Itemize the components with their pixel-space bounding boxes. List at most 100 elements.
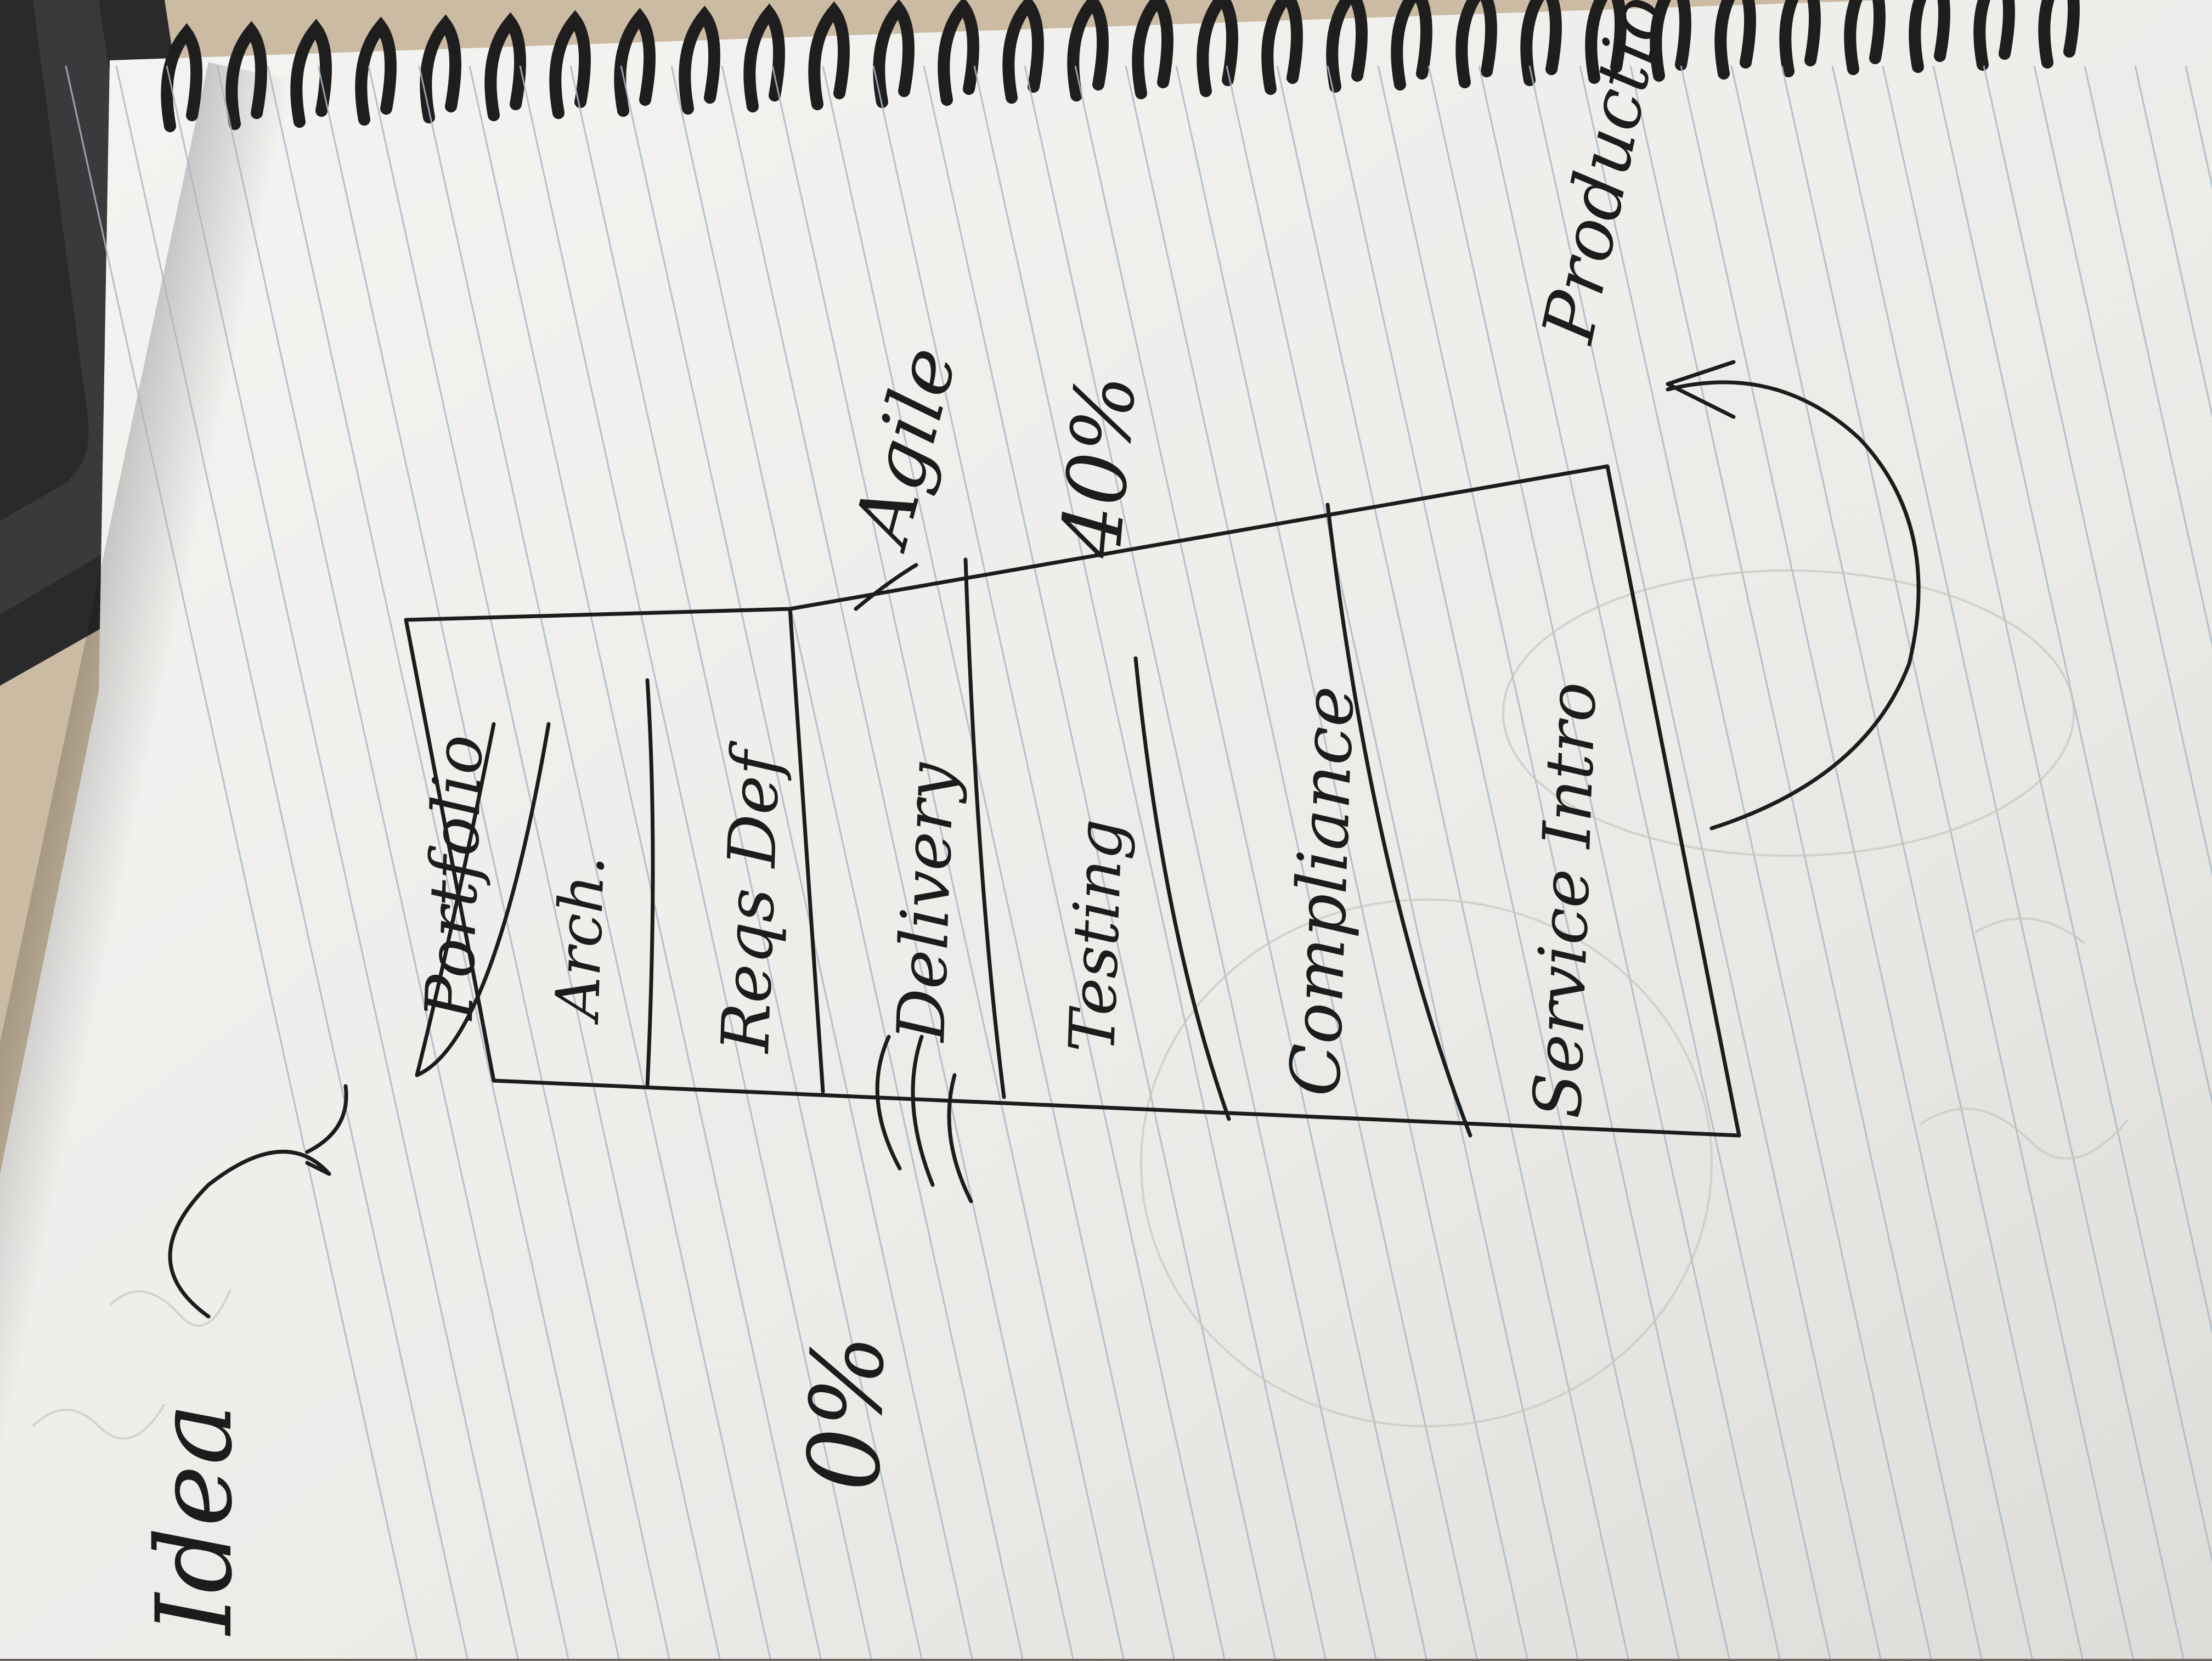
rule-line <box>1427 65 1781 1659</box>
spiral-coil <box>743 3 785 112</box>
rule-line <box>1276 65 1629 1659</box>
spiral-coil <box>225 21 267 130</box>
rule-line <box>1629 65 1983 1659</box>
middle-percent-label: 40% <box>1043 371 1154 562</box>
rule-line <box>771 65 1125 1659</box>
rule-line <box>1932 65 2212 1335</box>
rule-line <box>1226 65 1579 1659</box>
spiral-coil <box>1973 0 2015 71</box>
rule-line <box>620 65 973 1659</box>
funnel-stage-label: Compliance <box>1276 685 1369 1098</box>
idea-arrow-head <box>305 1084 348 1176</box>
rule-line <box>317 65 670 1659</box>
funnel-stage-label: Arch. <box>542 854 618 1026</box>
rule-line <box>267 65 620 1659</box>
rule-line <box>1831 65 2185 1659</box>
rule-line <box>65 65 418 1659</box>
spiral-coil <box>1261 0 1303 95</box>
rule-line <box>721 65 1074 1659</box>
rule-line <box>216 65 569 1659</box>
rule-line <box>872 65 1226 1659</box>
spiral-coil <box>161 23 202 132</box>
sketch-title: Idea <box>134 1403 255 1636</box>
divider-3 <box>788 607 825 1094</box>
rule-line <box>2134 65 2212 419</box>
spiral-coil <box>484 12 526 121</box>
rule-line <box>1579 65 1932 1659</box>
sketch <box>168 360 1921 1319</box>
funnel-stage-labels: Portfolio Arch. Reqs Def Delivery Testing Com… <box>411 681 1611 1120</box>
spiral-coil <box>290 19 332 128</box>
rule-line <box>519 65 872 1659</box>
divider-2 <box>645 678 655 1088</box>
production-arrow-head <box>1666 360 1736 419</box>
divider-6 <box>1325 502 1472 1138</box>
rule-line <box>166 65 519 1659</box>
title-underline <box>415 722 551 1077</box>
spiral-coil <box>1650 0 1691 82</box>
rule-line <box>1327 65 1680 1659</box>
ruled-lines <box>65 65 2212 1659</box>
spiral-coil <box>1909 0 1950 73</box>
spiral-coil <box>1585 0 1627 84</box>
rule-line <box>368 65 721 1659</box>
spiral-coil <box>1391 0 1432 91</box>
spiral-coil <box>1067 0 1109 101</box>
rule-line <box>822 65 1175 1659</box>
rule-line <box>973 65 1327 1659</box>
rule-line <box>1478 65 1831 1659</box>
spiral-coil <box>1844 0 1886 75</box>
funnel-stage-label: Delivery <box>883 760 969 1044</box>
rule-line <box>2084 65 2212 647</box>
divider-5 <box>1133 656 1231 1121</box>
rule-line <box>115 65 469 1659</box>
rule-line <box>569 65 923 1659</box>
spiral-coil <box>549 10 591 119</box>
agile-pointer <box>854 563 918 611</box>
spiral-coil <box>938 0 979 106</box>
left-percent-label: 0% <box>787 1332 907 1493</box>
spiral-coil <box>355 16 397 126</box>
funnel-stage-label: Testing <box>1056 818 1137 1054</box>
rule-line <box>1781 65 2134 1659</box>
divider-4 <box>963 557 1006 1099</box>
rule-line <box>1175 65 1528 1659</box>
rule-line <box>1983 65 2212 1105</box>
show-through-marks <box>32 569 2130 1440</box>
funnel-stage-label: Service Intro <box>1520 681 1611 1120</box>
spiral-coil <box>2038 0 2080 69</box>
spiral-coil <box>1132 0 1173 99</box>
funnel-outline <box>404 464 1741 1138</box>
rule-line <box>1680 65 2033 1659</box>
rule-line <box>1730 65 2084 1659</box>
left-bracket <box>875 1035 973 1204</box>
spiral-coil <box>1714 0 1756 80</box>
spiral-coil <box>679 5 720 115</box>
spiral-coil <box>1455 0 1497 88</box>
rule-line <box>1125 65 1478 1659</box>
rule-line <box>670 65 1024 1659</box>
funnel-stage-label: Portfolio <box>411 733 498 1022</box>
spiral-coil <box>1326 0 1368 93</box>
rule-line <box>923 65 1276 1659</box>
spiral-coil <box>808 1 850 110</box>
spiral-coil <box>420 14 461 123</box>
spiral-coil <box>614 8 656 117</box>
spiral-binding <box>161 0 2080 132</box>
rule-line <box>1882 65 2212 1563</box>
rule-line <box>469 65 822 1659</box>
idea-arrow <box>168 1150 331 1319</box>
funnel-stage-label: Reqs Def <box>708 739 795 1055</box>
production-arrow <box>1666 380 1921 830</box>
rule-line <box>1528 65 1882 1659</box>
spiral-coil <box>1002 0 1044 104</box>
rule-line <box>2033 65 2212 877</box>
rule-line <box>1024 65 1377 1659</box>
divider-1 <box>415 722 496 1077</box>
spiral-coil <box>1520 0 1562 86</box>
spiral-coil <box>1197 0 1238 97</box>
spiral-coil <box>1779 0 1821 77</box>
